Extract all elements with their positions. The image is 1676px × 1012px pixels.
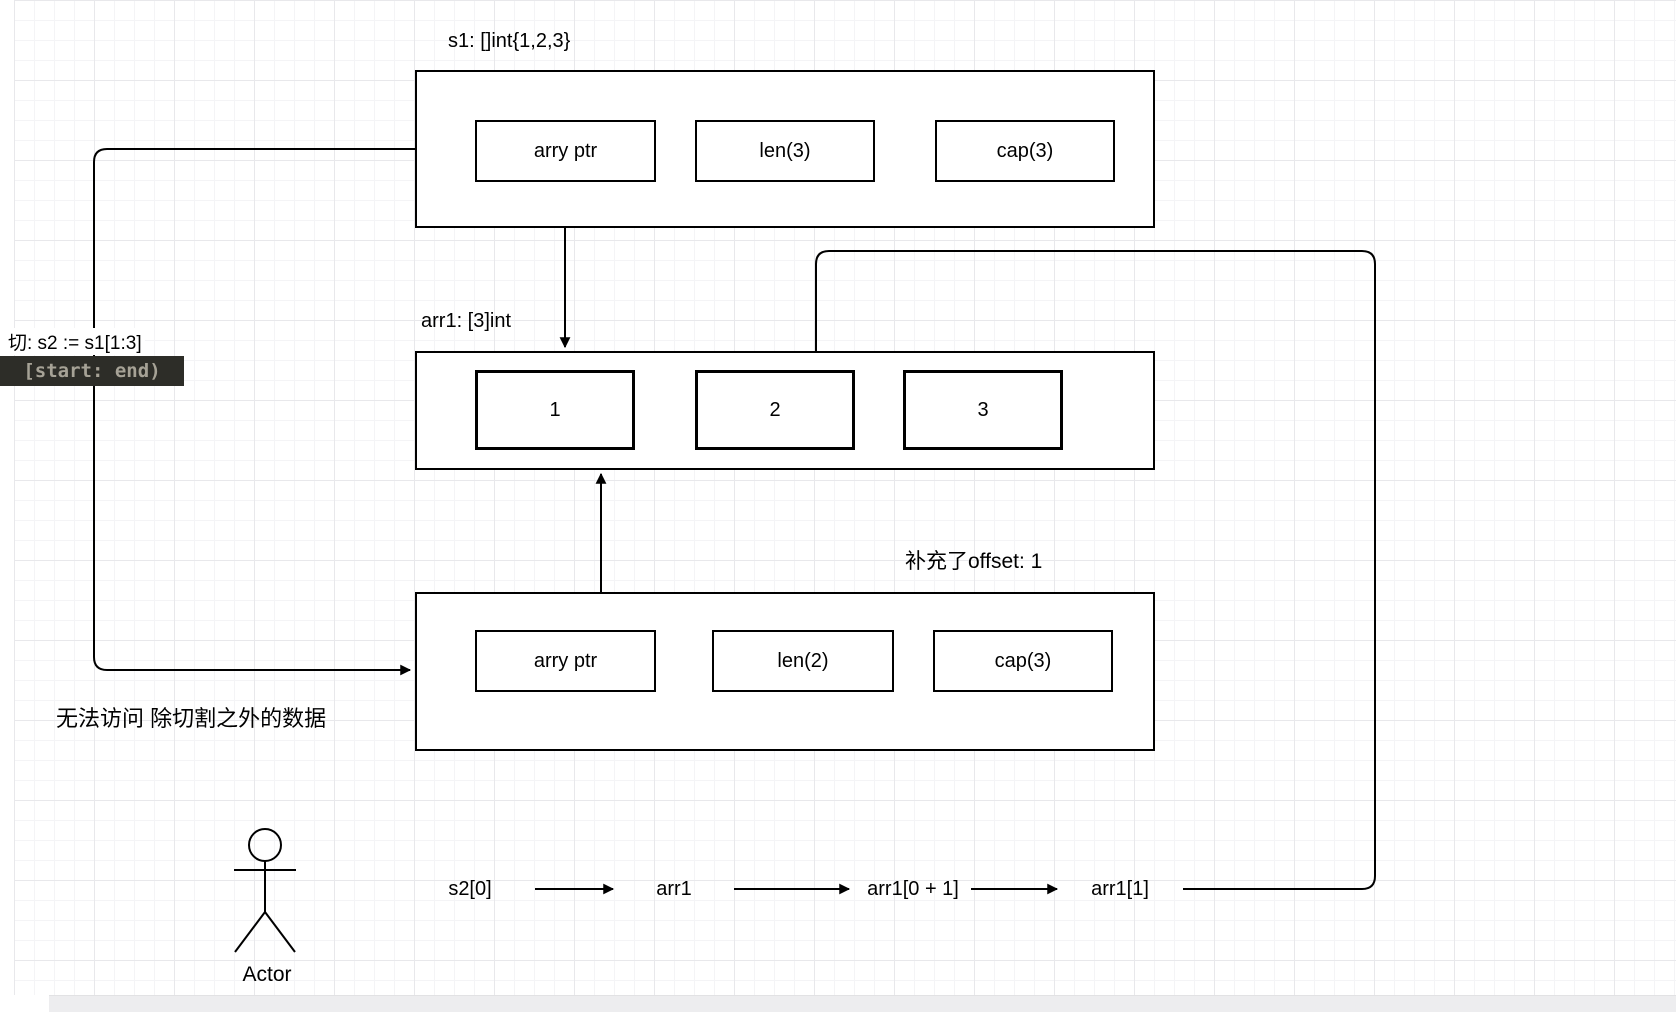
- scrollbar-corner: [0, 995, 49, 1012]
- slice-note: 切: s2 := s1[1:3]: [5, 328, 145, 355]
- arr1-title: arr1: [3]int: [421, 310, 512, 332]
- connector-arr1-index1-loop[interactable]: [810, 250, 1376, 890]
- s1-len-field[interactable]: len(3): [695, 120, 875, 182]
- canvas-left-margin: [0, 0, 14, 995]
- actor-label: Actor: [242, 963, 292, 986]
- s2-arry-ptr-field[interactable]: arry ptr: [475, 630, 656, 692]
- range-badge: [start: end): [0, 356, 184, 386]
- arr1-cell-0[interactable]: 1: [475, 370, 635, 450]
- flow-step-arr1[interactable]: arr1: [656, 878, 692, 900]
- flow-step-arr1-1[interactable]: arr1[1]: [1091, 878, 1149, 900]
- actor-head: [248, 828, 282, 862]
- offset-note: 补充了offset: 1: [905, 550, 1043, 573]
- s1-title: s1: []int{1,2,3}: [448, 30, 571, 52]
- horizontal-scrollbar[interactable]: [49, 995, 1676, 1012]
- s1-cap-field[interactable]: cap(3): [935, 120, 1115, 182]
- s2-cap-field[interactable]: cap(3): [933, 630, 1113, 692]
- connector-s1-to-s2[interactable]: [93, 148, 415, 676]
- access-note: 无法访问 除切割之外的数据: [56, 706, 327, 731]
- actor-figure[interactable]: [234, 828, 296, 953]
- flow-step-arr1-0-plus-1[interactable]: arr1[0 + 1]: [867, 878, 959, 900]
- flow-step-s2-0[interactable]: s2[0]: [448, 878, 492, 900]
- s1-arry-ptr-field[interactable]: arry ptr: [475, 120, 656, 182]
- arr1-cell-1[interactable]: 2: [695, 370, 855, 450]
- s2-len-field[interactable]: len(2): [712, 630, 894, 692]
- arr1-cell-2[interactable]: 3: [903, 370, 1063, 450]
- actor-legs: [234, 911, 296, 953]
